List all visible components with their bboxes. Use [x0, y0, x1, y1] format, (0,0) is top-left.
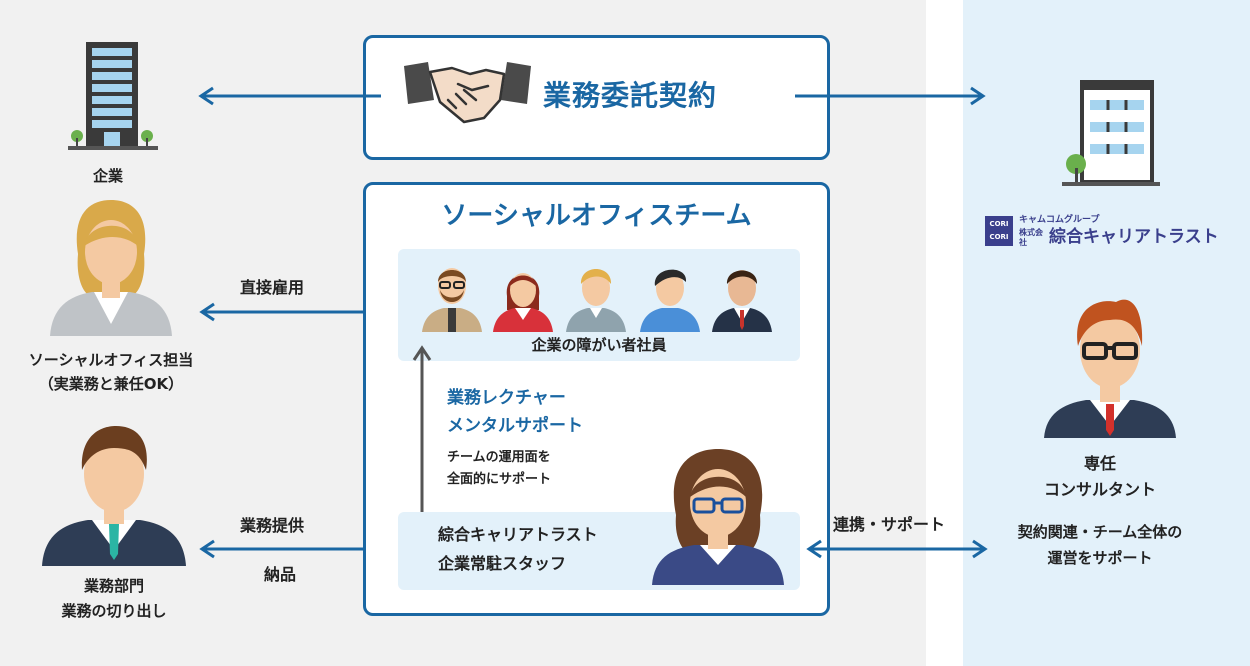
logo-mark: CORI CORI	[985, 216, 1013, 246]
ops-label-line1: チームの運用面を	[447, 450, 551, 465]
support-label-line1: 契約関連・チーム全体の	[1017, 523, 1183, 541]
member-avatar-icon	[640, 269, 700, 332]
team-title: ソーシャルオフィスチーム	[441, 201, 752, 231]
support-label-line2: 運営をサポート	[1047, 549, 1153, 567]
logo-kaisha-text: 株式会社	[1019, 228, 1043, 247]
dept-label-line1: 業務部門	[83, 577, 144, 595]
collab-arrow	[806, 539, 988, 559]
contract-arrow-right	[795, 86, 986, 106]
logo-group-text: キャムコムグループ	[1019, 215, 1100, 225]
member-avatar-icon	[712, 270, 772, 332]
staff-avatar-icon	[652, 449, 784, 585]
dept-avatar-icon	[42, 426, 186, 566]
company-building-icon	[68, 42, 158, 150]
dept-label-line2: 業務の切り出し	[61, 602, 167, 620]
staff-label-line2: 企業常駐スタッフ	[438, 554, 567, 573]
delivery-label: 納品	[264, 565, 297, 584]
staff-label-line1: 綜合キャリアトラスト	[438, 525, 598, 544]
contract-arrow-left	[198, 86, 381, 106]
members-label: 企業の障がい者社員	[531, 336, 667, 354]
consultant-avatar-icon	[1044, 299, 1176, 438]
collab-label: 連携・サポート	[833, 515, 946, 534]
provider-building-icon	[1062, 80, 1160, 186]
task-provide-label: 業務提供	[240, 516, 305, 535]
lecture-label-line2: メンタルサポート	[447, 416, 583, 436]
company-logo: CORI CORI キャムコムグループ 株式会社 綜合キャリアトラスト	[985, 214, 1235, 250]
support-up-arrow	[412, 345, 432, 512]
ops-label-line2: 全面的にサポート	[447, 472, 552, 487]
consultant-label-line1: 専任	[1083, 454, 1116, 473]
lecture-label-line1: 業務レクチャー	[447, 388, 566, 408]
handshake-icon	[404, 62, 531, 124]
member-avatar-icon	[566, 269, 626, 332]
officer-label-line2: （実業務と兼任OK）	[38, 375, 184, 393]
member-avatar-icon	[493, 273, 553, 332]
officer-avatar-icon	[50, 200, 172, 336]
contract-title: 業務委託契約	[543, 79, 718, 112]
logo-company-name: 綜合キャリアトラスト	[1049, 227, 1219, 247]
officer-label-line1: ソーシャルオフィス担当	[28, 351, 194, 369]
direct-hire-label: 直接雇用	[240, 278, 305, 297]
company-label: 企業	[93, 167, 124, 185]
member-avatar-icon	[422, 268, 482, 332]
consultant-label-line2: コンサルタント	[1043, 480, 1156, 499]
